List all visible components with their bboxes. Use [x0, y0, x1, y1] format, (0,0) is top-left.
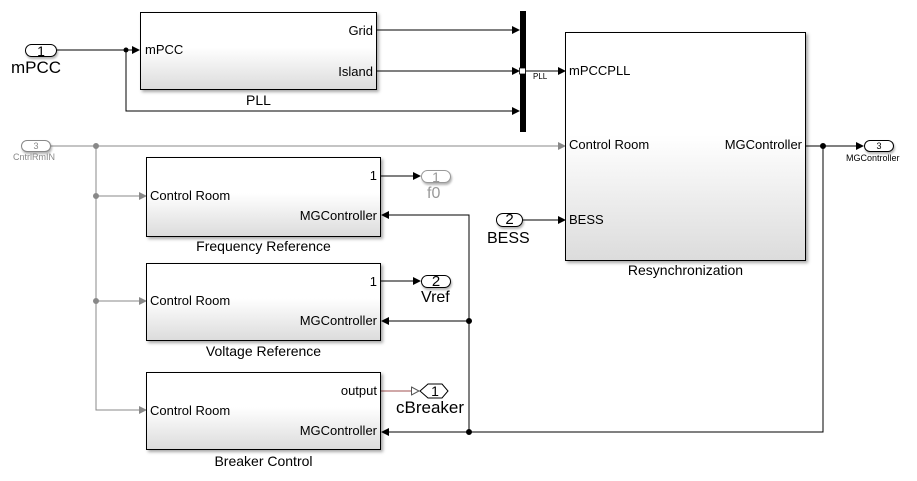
- line-control-room[interactable]: [51, 142, 566, 414]
- outport-f0-label: f0: [427, 185, 441, 202]
- block-resynchronization[interactable]: mPCCPLL Control Room BESS MGController: [565, 32, 806, 261]
- inport-mpcc-label: mPCC: [11, 58, 62, 77]
- resync-input-mpccpll: mPCCPLL: [569, 63, 631, 78]
- block-voltage-reference-name: Voltage Reference: [205, 343, 322, 359]
- block-pll-name: PLL: [246, 92, 271, 108]
- outport-vref[interactable]: 2: [421, 274, 451, 289]
- inport-mpcc[interactable]: 1: [25, 44, 57, 58]
- freq-output-1: 1: [369, 168, 377, 183]
- inport-cntrlrmin-label: CntrlRmIN: [13, 152, 55, 162]
- breaker-input-mgcontroller: MGController: [299, 423, 377, 438]
- outport-f0[interactable]: 1: [421, 170, 451, 184]
- block-resynchronization-name: Resynchronization: [627, 262, 744, 278]
- pll-output-island: Island: [338, 64, 373, 79]
- line-mpcc[interactable]: [57, 46, 520, 115]
- breaker-input-control-room: Control Room: [150, 403, 231, 418]
- resync-output-mgcontroller: MGController: [724, 137, 802, 152]
- block-frequency-reference-name: Frequency Reference: [196, 238, 331, 254]
- outport-cbreaker-number: 1: [431, 383, 439, 399]
- block-pll[interactable]: mPCC Grid Island: [140, 12, 377, 90]
- outport-cbreaker-shape[interactable]: [419, 383, 449, 399]
- bus-signal-label: PLL: [533, 72, 548, 81]
- block-frequency-reference[interactable]: Control Room 1 MGController: [146, 157, 381, 237]
- line-mgcontroller[interactable]: [381, 142, 864, 436]
- outport-vref-label: Vref: [421, 289, 450, 306]
- resync-input-bess: BESS: [569, 212, 604, 227]
- freq-input-control-room: Control Room: [150, 188, 231, 203]
- outport-mgcontroller[interactable]: 3: [864, 140, 894, 152]
- inport-bess[interactable]: 2: [496, 212, 523, 227]
- volt-output-1: 1: [369, 274, 377, 289]
- resync-input-control-room: Control Room: [569, 137, 650, 152]
- outport-mgcontroller-label: MGController: [846, 153, 900, 163]
- block-voltage-reference[interactable]: Control Room 1 MGController: [146, 263, 381, 341]
- volt-input-mgcontroller: MGController: [299, 313, 377, 328]
- block-breaker-control-name: Breaker Control: [214, 453, 313, 469]
- freq-input-mgcontroller: MGController: [299, 208, 377, 223]
- volt-input-control-room: Control Room: [150, 293, 231, 308]
- pll-output-grid: Grid: [348, 23, 373, 38]
- inport-bess-label: BESS: [487, 230, 530, 247]
- outport-cbreaker-label: cBreaker: [396, 398, 465, 417]
- block-breaker-control[interactable]: Control Room output MGController: [146, 372, 381, 450]
- pll-input-mpcc: mPCC: [145, 42, 184, 57]
- breaker-output-output: output: [340, 383, 377, 398]
- inport-cntrlrmin[interactable]: 3: [21, 140, 51, 152]
